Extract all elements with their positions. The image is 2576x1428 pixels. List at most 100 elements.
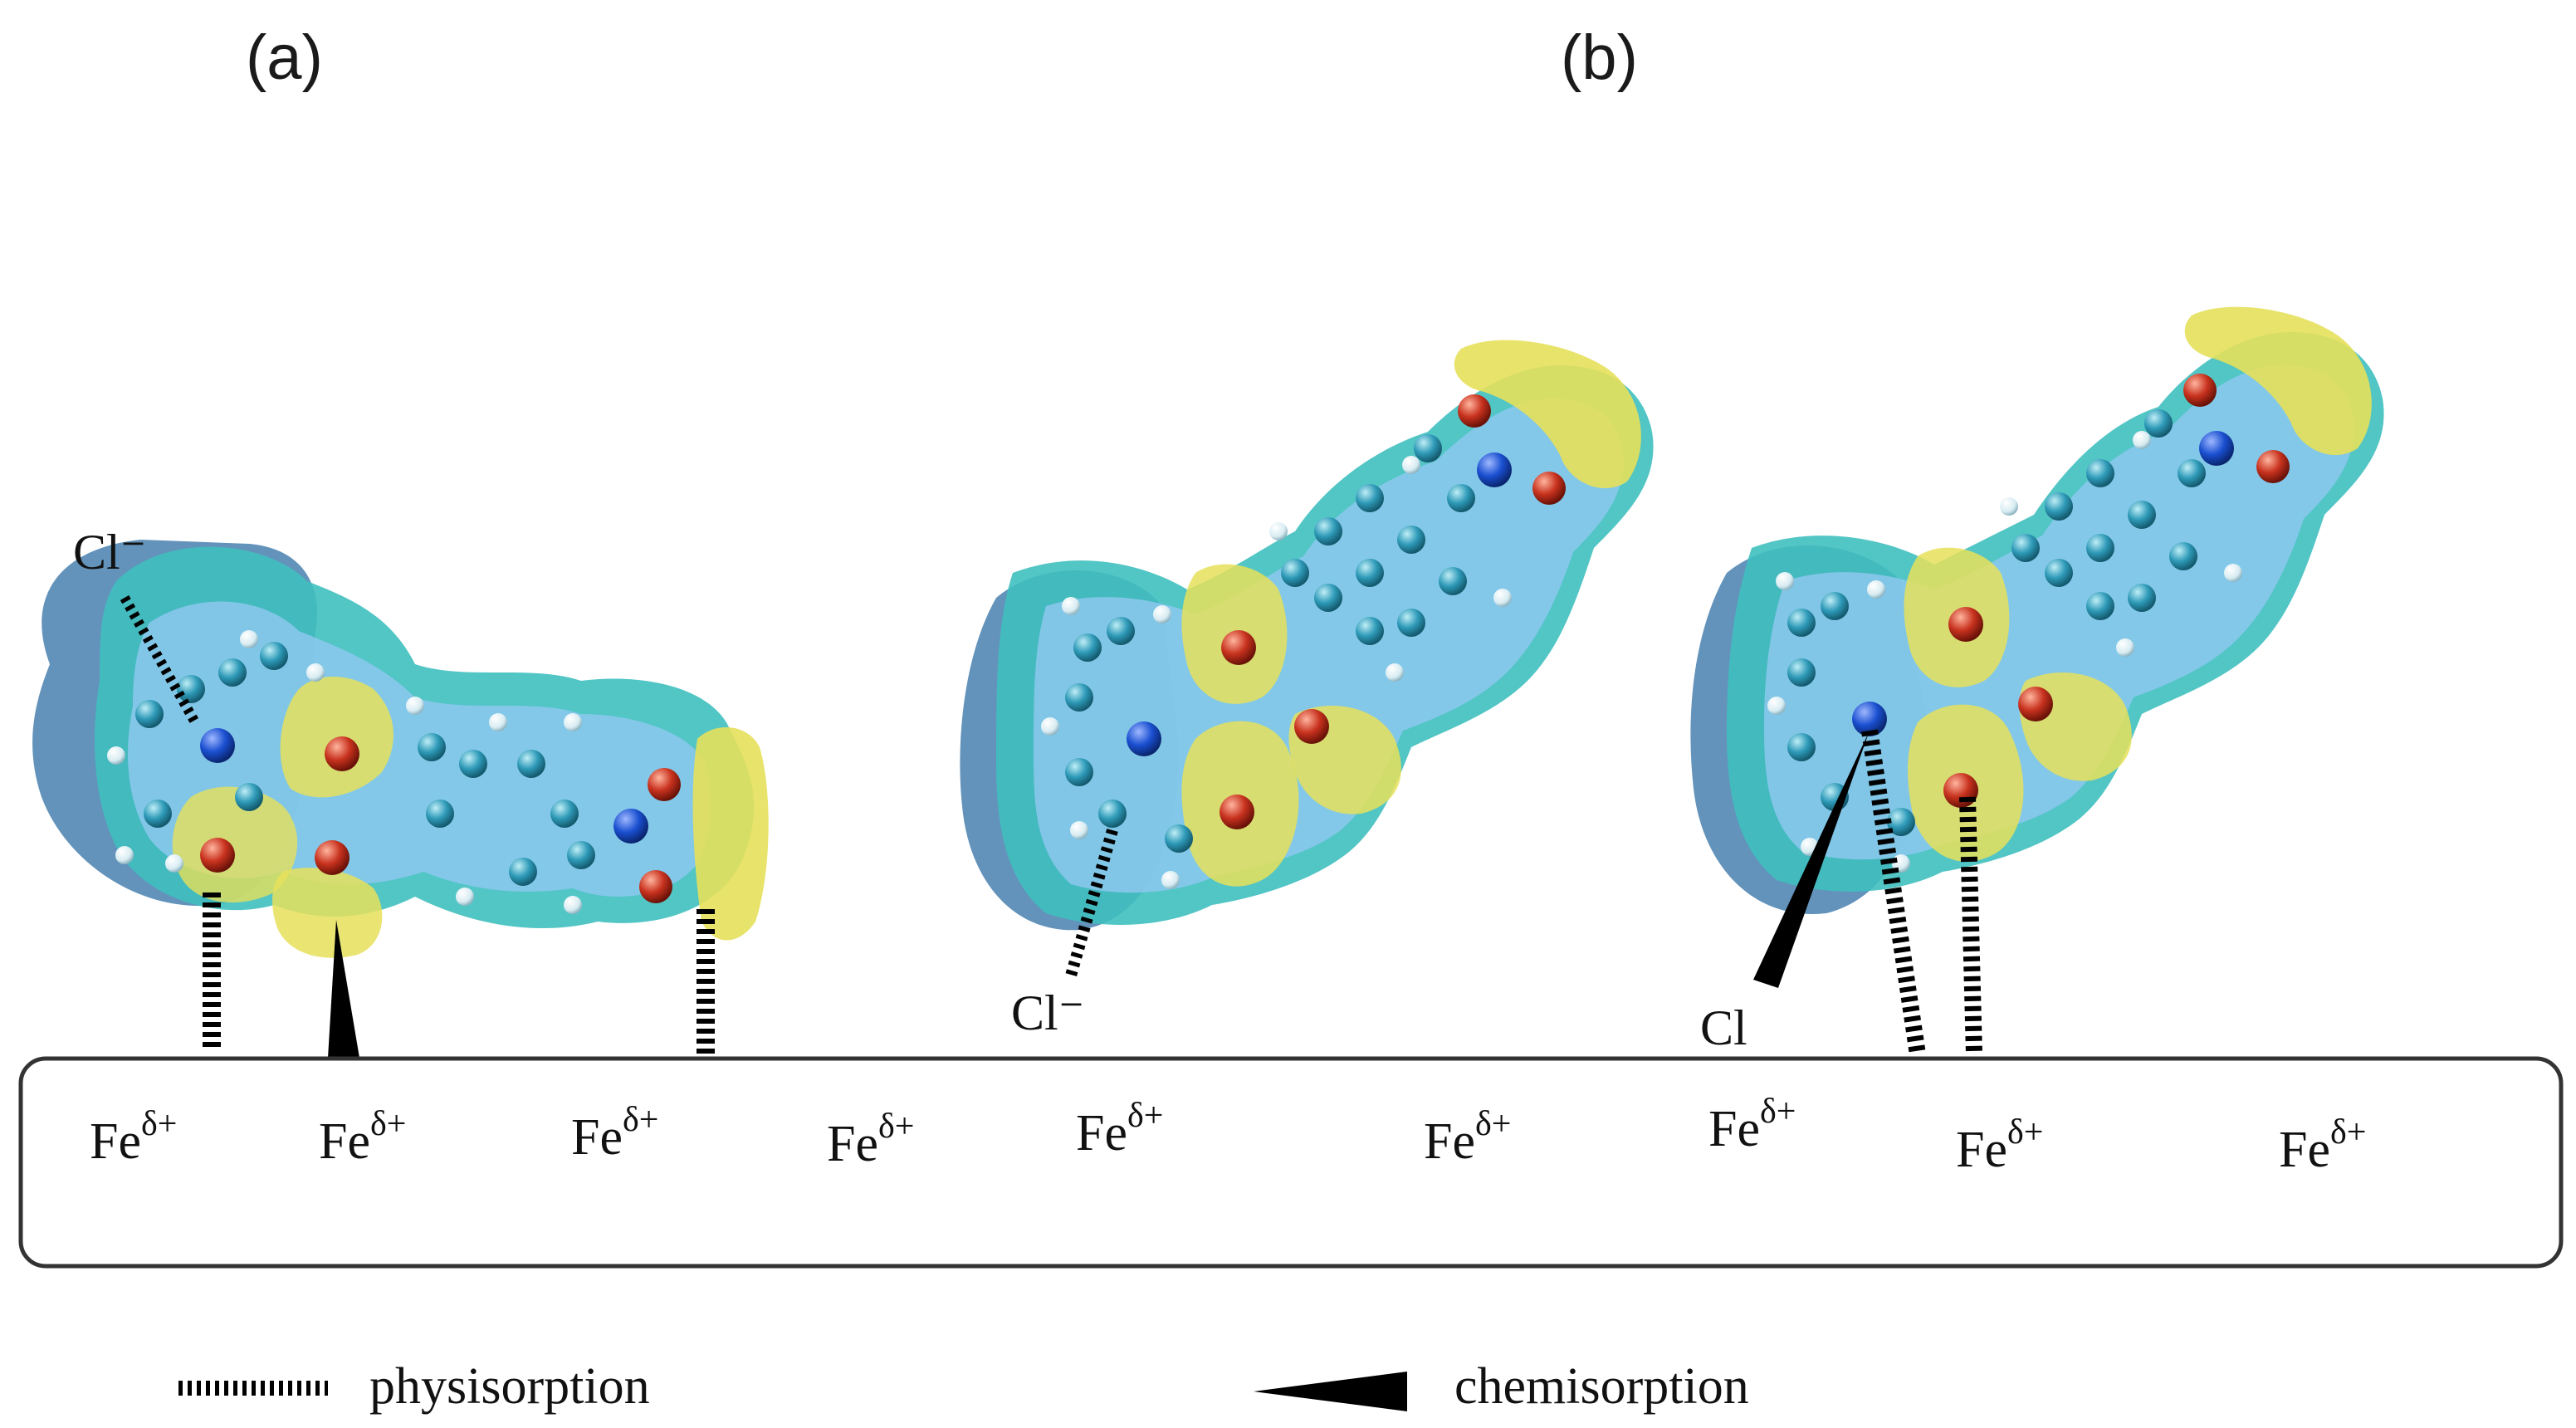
atom-carbon <box>2128 501 2156 529</box>
molecule-b2-lobe <box>2184 306 2372 456</box>
fe-atom-label: Feδ+ <box>1708 1093 1796 1157</box>
fe-atom-label: Feδ+ <box>2279 1113 2366 1178</box>
atom-carbon <box>1887 808 1915 836</box>
atom-hydrogen <box>1386 663 1404 682</box>
atom-carbon <box>1314 584 1342 612</box>
panel-label-a: (a) <box>246 22 323 93</box>
atom-carbon <box>1165 824 1193 853</box>
atom-hydrogen <box>406 697 424 715</box>
chemisorption-bond <box>328 920 359 1058</box>
atom-hydrogen <box>115 846 134 864</box>
atom-oxygen <box>1220 795 1254 829</box>
atom-oxygen <box>315 840 349 875</box>
atom-nitrogen <box>1852 702 1887 736</box>
atom-carbon <box>1073 633 1102 662</box>
atom-hydrogen <box>2133 431 2151 449</box>
fe-atom-label: Feδ+ <box>1956 1113 2043 1178</box>
atom-nitrogen <box>200 728 235 763</box>
atom-hydrogen <box>165 854 183 873</box>
atom-carbon <box>1356 559 1384 587</box>
physisorption-bond <box>120 595 200 725</box>
molecule-a-atoms <box>107 630 681 914</box>
atom-carbon <box>1065 758 1093 786</box>
atom-hydrogen <box>489 713 507 731</box>
atom-oxygen <box>2256 450 2290 483</box>
atom-hydrogen <box>1493 589 1512 607</box>
atom-carbon <box>1787 733 1816 761</box>
atom-carbon <box>426 800 454 828</box>
atom-carbon <box>2086 459 2114 487</box>
atom-nitrogen <box>2199 431 2234 466</box>
physisorption-bond <box>1861 729 1926 1056</box>
atom-carbon <box>2169 542 2197 570</box>
atom-carbon <box>2144 409 2173 438</box>
fe-atom-label: Feδ+ <box>571 1101 658 1166</box>
atom-hydrogen <box>1269 522 1288 540</box>
fe-atom-label: Feδ+ <box>90 1105 177 1170</box>
molecule-b2 <box>1690 306 2384 914</box>
molecule-b1 <box>960 340 1654 931</box>
atom-carbon <box>1439 567 1467 595</box>
atom-hydrogen <box>1776 572 1794 590</box>
atom-carbon <box>567 841 595 869</box>
atom-carbon <box>1787 609 1816 637</box>
atom-hydrogen <box>1402 456 1420 474</box>
atom-carbon <box>1107 617 1135 645</box>
atom-carbon <box>2128 584 2156 612</box>
chloride-ion-label: Cl <box>1700 1000 1747 1055</box>
fe-atom-label: Feδ+ <box>319 1105 406 1170</box>
atom-hydrogen <box>456 888 474 906</box>
atom-carbon <box>2178 459 2206 487</box>
atom-carbon <box>1821 592 1849 620</box>
atom-carbon <box>1065 683 1093 712</box>
atom-hydrogen <box>564 896 582 914</box>
atom-carbon <box>1447 484 1475 512</box>
atom-carbon <box>1098 800 1127 828</box>
atom-oxygen <box>639 870 672 903</box>
fe-atom-label: Feδ+ <box>827 1108 914 1172</box>
atom-oxygen <box>1294 709 1329 744</box>
atom-carbon <box>260 642 288 670</box>
legend-chemisorption-label: chemisorption <box>1454 1358 1749 1415</box>
atom-oxygen <box>648 768 681 801</box>
atom-carbon <box>2086 534 2114 562</box>
atom-oxygen <box>1532 472 1566 505</box>
atom-hydrogen <box>107 746 125 765</box>
atom-hydrogen <box>2224 564 2242 582</box>
atom-hydrogen <box>2116 638 2134 657</box>
molecule-a-lobe <box>172 786 298 902</box>
atom-carbon <box>144 800 172 828</box>
metal-surface <box>18 1056 2564 1269</box>
atom-carbon <box>2045 492 2073 521</box>
molecule-b1-lobe <box>1454 340 1641 489</box>
atom-oxygen <box>1948 607 1983 642</box>
atom-nitrogen <box>1127 721 1161 756</box>
molecule-b1-atoms <box>1041 394 1566 889</box>
atom-oxygen <box>2183 374 2217 407</box>
atom-oxygen <box>1221 630 1256 665</box>
panel-label-b: (b) <box>1561 22 1638 93</box>
atom-carbon <box>1397 609 1425 637</box>
atom-carbon <box>2011 534 2040 562</box>
atom-carbon <box>2045 559 2073 587</box>
fe-atom-labels: Feδ+ Feδ+ Feδ+ Feδ+ Feδ+ Feδ+ Feδ+ Feδ+ … <box>90 1093 2366 1178</box>
physisorption-bond <box>1959 796 1982 1055</box>
atom-hydrogen <box>1041 717 1059 736</box>
chemisorption-bond <box>1753 731 1870 988</box>
molecule-a <box>32 540 769 958</box>
atom-carbon <box>1356 484 1384 512</box>
atom-hydrogen <box>240 630 258 648</box>
molecule-a-lobe <box>692 727 769 941</box>
atom-nitrogen <box>1477 452 1512 487</box>
atom-oxygen <box>1458 394 1491 428</box>
atom-hydrogen <box>1153 605 1171 624</box>
atom-hydrogen <box>1161 871 1180 889</box>
atom-carbon <box>1397 526 1425 554</box>
atom-carbon <box>1314 517 1342 545</box>
chloride-ion-label: Cl⁻ <box>1011 985 1084 1040</box>
molecule-a-lobe <box>272 868 383 958</box>
atom-hydrogen <box>306 663 325 682</box>
atom-carbon <box>517 750 545 778</box>
atom-carbon <box>2086 592 2114 620</box>
adsorption-bonds <box>120 595 1982 1058</box>
